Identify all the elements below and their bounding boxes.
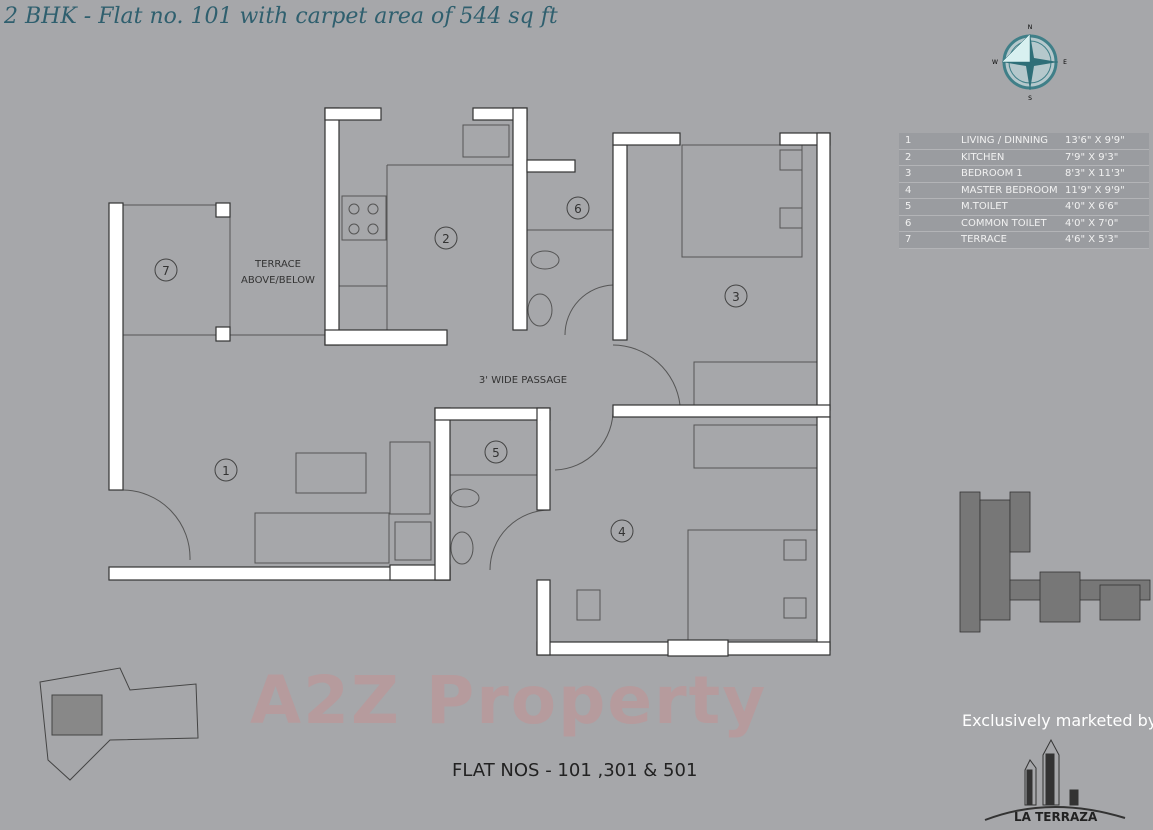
passage-label: 3' WIDE PASSAGE bbox=[479, 375, 567, 386]
la-terraza-logo bbox=[984, 738, 1126, 821]
sofa bbox=[254, 512, 390, 564]
legend-no: 4 bbox=[905, 184, 912, 196]
legend-size: 4'0" X 7'0" bbox=[1065, 217, 1119, 229]
legend-row: 5 M.TOILET 4'0" X 6'6" bbox=[899, 199, 1149, 216]
legend-row: 4 MASTER BEDROOM 11'9" X 9'9" bbox=[899, 183, 1149, 199]
legend-row: 7 TERRACE 4'6" X 5'3" bbox=[899, 232, 1149, 249]
legend-size: 4'6" X 5'3" bbox=[1065, 234, 1119, 245]
legend-no: 5 bbox=[905, 201, 912, 212]
marketed-by-label: Exclusively marketed by bbox=[962, 711, 1153, 730]
legend-size: 11'9" X 9'9" bbox=[1065, 184, 1125, 196]
room-number-2: 2 bbox=[442, 232, 450, 246]
logo-text: LA TERRAZA bbox=[1014, 810, 1098, 824]
legend-no: 2 bbox=[905, 151, 912, 163]
legend-room: BEDROOM 1 bbox=[961, 168, 1023, 179]
terrace-note-2: ABOVE/BELOW bbox=[241, 275, 315, 286]
legend-no: 1 bbox=[905, 135, 912, 146]
bed-master bbox=[687, 529, 818, 641]
room-number-3: 3 bbox=[732, 290, 740, 304]
room-legend-table: 1 LIVING / DINNING 13'6" X 9'9" 2 KITCHEN 7'… bbox=[899, 133, 1149, 249]
legend-size: 13'6" X 9'9" bbox=[1065, 135, 1125, 146]
legend-row: 2 KITCHEN 7'9" X 9'3" bbox=[899, 150, 1149, 166]
site-key-plan bbox=[39, 667, 199, 781]
wc-common bbox=[530, 250, 560, 270]
legend-no: 6 bbox=[905, 217, 912, 229]
room-number-7: 7 bbox=[162, 264, 170, 278]
legend-room: TERRACE bbox=[961, 234, 1007, 245]
wardrobe-master bbox=[693, 424, 818, 469]
compass-n: N bbox=[1028, 24, 1033, 31]
table bbox=[295, 452, 367, 494]
legend-row: 1 LIVING / DINNING 13'6" X 9'9" bbox=[899, 133, 1149, 150]
legend-size: 8'3" X 11'3" bbox=[1065, 168, 1125, 179]
compass-w: W bbox=[992, 59, 998, 66]
legend-no: 3 bbox=[905, 168, 912, 179]
building-key-plan bbox=[959, 491, 1151, 633]
legend-no: 7 bbox=[905, 234, 912, 245]
walls bbox=[108, 107, 831, 657]
compass-s: S bbox=[1028, 95, 1032, 102]
compass-icon: N E S W bbox=[992, 24, 1067, 102]
flat-numbers: FLAT NOS - 101 ,301 & 501 bbox=[452, 760, 698, 781]
kitchen-sink bbox=[462, 124, 510, 158]
legend-row: 3 BEDROOM 1 8'3" X 11'3" bbox=[899, 166, 1149, 183]
room-number-1: 1 bbox=[222, 464, 230, 478]
watermark: A2Z Property bbox=[250, 662, 768, 739]
legend-size: 4'0" X 6'6" bbox=[1065, 201, 1119, 212]
wardrobe-bedroom1 bbox=[693, 361, 818, 406]
legend-size: 7'9" X 9'3" bbox=[1065, 151, 1119, 163]
wc-master bbox=[450, 488, 480, 508]
hob bbox=[341, 195, 387, 241]
legend-room: COMMON TOILET bbox=[961, 217, 1047, 229]
room-number-4: 4 bbox=[618, 525, 626, 539]
terrace-note: TERRACE bbox=[254, 259, 301, 270]
legend-room: KITCHEN bbox=[961, 151, 1005, 163]
page-title: 2 BHK - Flat no. 101 with carpet area of… bbox=[4, 4, 558, 29]
legend-room: M.TOILET bbox=[961, 201, 1008, 212]
room-number-6: 6 bbox=[574, 202, 582, 216]
bed-bedroom1 bbox=[681, 144, 803, 258]
legend-room: MASTER BEDROOM bbox=[961, 184, 1058, 196]
room-number-5: 5 bbox=[492, 446, 500, 460]
legend-row: 6 COMMON TOILET 4'0" X 7'0" bbox=[899, 216, 1149, 232]
legend-room: LIVING / DINNING bbox=[961, 135, 1049, 146]
compass-e: E bbox=[1063, 59, 1067, 66]
